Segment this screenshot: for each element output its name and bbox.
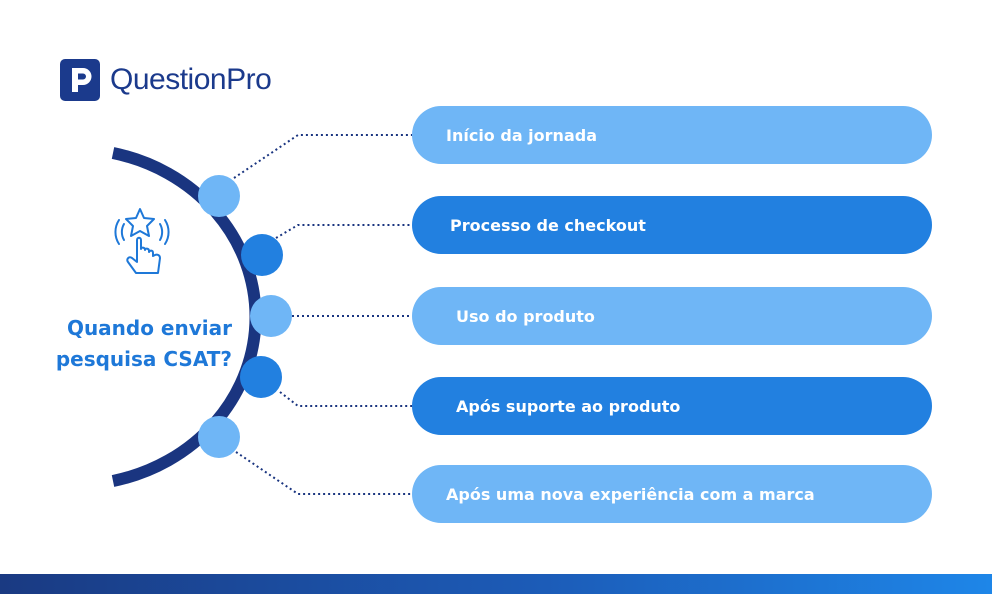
stage-node-2 xyxy=(241,234,283,276)
stage-pill-5: Após uma nova experiência com a marca xyxy=(412,465,932,523)
stage-node-5 xyxy=(198,416,240,458)
stage-label: Processo de checkout xyxy=(450,215,646,235)
question-line-2: pesquisa CSAT? xyxy=(55,347,232,371)
stage-label: Início da jornada xyxy=(446,125,597,145)
connector-1 xyxy=(233,134,412,179)
stage-node-1 xyxy=(198,175,240,217)
logo-text: QuestionPro xyxy=(110,63,272,96)
stage-label: Uso do produto xyxy=(456,306,595,326)
star-touch-icon xyxy=(114,208,170,274)
stage-node-4 xyxy=(240,356,282,398)
question-line-1: Quando enviar xyxy=(66,316,232,340)
csat-question-heading: Quando enviar pesquisa CSAT? xyxy=(20,313,232,375)
stage-pill-1: Início da jornada xyxy=(412,106,932,164)
questionpro-logo-mark xyxy=(60,59,100,101)
questionpro-logo: QuestionPro xyxy=(60,58,272,102)
footer-bar xyxy=(0,574,992,594)
connector-5 xyxy=(235,451,412,495)
stage-pill-2: Processo de checkout xyxy=(412,196,932,254)
connector-2 xyxy=(275,224,412,239)
stage-pill-4: Após suporte ao produto xyxy=(412,377,932,435)
stage-node-3 xyxy=(250,295,292,337)
connector-4 xyxy=(279,391,412,407)
stage-label: Após uma nova experiência com a marca xyxy=(446,484,815,504)
stage-label: Após suporte ao produto xyxy=(456,396,681,416)
stage-pill-3: Uso do produto xyxy=(412,287,932,345)
